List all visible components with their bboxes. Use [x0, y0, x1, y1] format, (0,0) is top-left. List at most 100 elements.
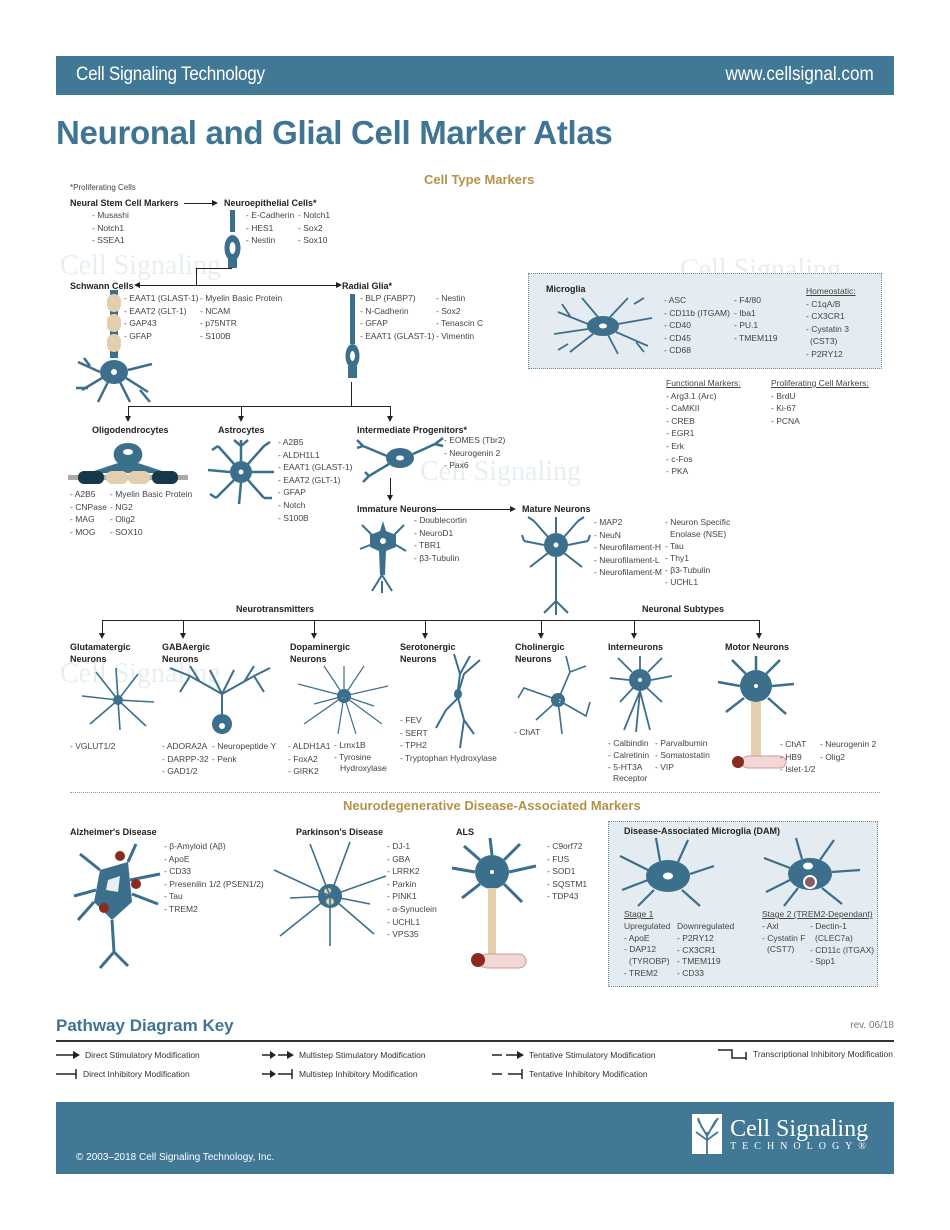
key-tentative-stimulatory: Tentative Stimulatory Modification	[492, 1050, 656, 1060]
footer-bar: © 2003–2018 Cell Signaling Technology, I…	[56, 1102, 894, 1174]
alzheimers-neuron-icon	[73, 843, 161, 969]
gabaergic-neuron-icon	[169, 665, 271, 734]
microglia-homeostatic: Homeostatic: - C1qA/B- CX3CR1- Cystatin …	[806, 286, 856, 359]
immature-neurons-label: Immature Neurons	[357, 504, 437, 514]
astrocytes-label: Astrocytes	[218, 425, 265, 435]
neural-stem-markers: - Musashi - Notch1 - SSEA1	[92, 210, 129, 246]
watermark: Cell Signaling	[420, 456, 581, 487]
neuroepithelial-markers-col2: - Notch1- Sox2- Sox10	[298, 210, 331, 246]
schwann-markers-col2: - Myelin Basic Protein- NCAM- p75NTR- S1…	[200, 293, 283, 341]
interneuron-markers-col1: - Calbindin- Calretinin- 5-HT3A Receptor	[608, 738, 650, 784]
proliferating-note: *Proliferating Cells	[70, 183, 136, 192]
key-multistep-stimulatory: Multistep Stimulatory Modification	[262, 1050, 426, 1060]
cst-logo: Cell Signaling TECHNOLOGY®	[692, 1114, 872, 1154]
radial-glia-icon	[345, 294, 360, 378]
multistep-inhibitory-icon	[262, 1069, 293, 1079]
radial-glia-markers-col1: - BLP (FABP7)- N-Cadherin- GFAP- EAAT1 (…	[360, 293, 435, 341]
intermediate-progenitor-icon	[356, 437, 444, 483]
copyright: © 2003–2018 Cell Signaling Technology, I…	[76, 1152, 275, 1163]
oligodendrocyte-markers-col2: - Myelin Basic Protein- NG2- Olig2- SOX1…	[110, 489, 193, 537]
dam-stage1-upregulated: Stage 1 Upregulated - ApoE- DAP12 (TYROB…	[624, 909, 671, 978]
radial-glia-markers-col2: - Nestin- Sox2- Tenascin C- Vimentin	[436, 293, 484, 341]
microglia-label: Microglia	[546, 284, 586, 294]
parkinsons-label: Parkinson's Disease	[296, 827, 384, 837]
parkinsons-neuron-icon	[273, 841, 387, 946]
direct-inhibitory-icon	[56, 1069, 77, 1079]
dam-stage2-icon	[763, 837, 861, 907]
mature-neuron-icon	[521, 516, 591, 615]
watermark: Cell Signaling	[60, 250, 221, 281]
schwann-markers-col1: - EAAT1 (GLAST-1)- EAAT2 (GLT-1)- GAP43-…	[124, 293, 199, 341]
dopaminergic-markers-col1: - ALDH1A1- FoxA2- GIRK2	[288, 741, 331, 777]
dam-stage2-col2: - Dectin-1 (CLEC7a)- CD11c (ITGAX)- Spp1	[810, 921, 875, 967]
key-transcriptional-inhibitory: Transcriptional Inhibitory Modification	[718, 1048, 893, 1060]
motor-neuron-icon	[717, 656, 795, 769]
immature-neuron-markers: - Doublecortin- NeuroD1- TBR1- β3-Tubuli…	[414, 515, 467, 563]
multistep-stimulatory-arrow-icon	[262, 1051, 294, 1059]
radial-glia-label: Radial Glia*	[342, 281, 393, 291]
dopaminergic-markers-col2: - Lmx1B- Tyrosine Hydroxylase	[334, 740, 387, 773]
dam-box	[608, 821, 878, 987]
cholinergic-markers: - ChAT	[514, 727, 541, 737]
gabaergic-markers-col2: - Neuropeptide Y- Penk	[212, 741, 277, 764]
motor-neuron-markers-col2: - Neurogenin 2- Olig2	[820, 739, 877, 762]
tentative-stimulatory-arrow-icon	[492, 1051, 524, 1059]
proliferating-markers: Proliferating Cell Markers: - BrdU- Ki-6…	[771, 378, 869, 426]
intermediate-progenitors-label: Intermediate Progenitors*	[357, 425, 468, 435]
serotonergic-markers: - FEV- SERT- TPH2- Tryptophan Hydroxylas…	[400, 715, 497, 763]
tentative-inhibitory-icon	[492, 1069, 523, 1079]
motor-neurons-label: Motor Neurons	[725, 642, 789, 652]
mature-neuron-markers-col2: - Neuron Specific Enolase (NSE)- Tau- Th…	[665, 517, 731, 587]
astrocyte-markers: - A2B5- ALDH1L1- EAAT1 (GLAST-1)- EAAT2 …	[278, 437, 353, 523]
schwann-cell-icon	[76, 290, 153, 403]
als-neuron-icon	[451, 837, 537, 969]
immature-neuron-icon	[359, 521, 407, 593]
page-title: Neuronal and Glial Cell Marker Atlas	[56, 114, 613, 151]
oligodendrocytes-label: Oligodendrocytes	[92, 425, 169, 435]
neuroepithelial-cell-icon	[224, 210, 241, 268]
alzheimers-label: Alzheimer's Disease	[70, 827, 157, 837]
mature-neuron-markers-col1: - MAP2- NeuN- Neurofilament-H- Neurofila…	[594, 517, 663, 578]
glutamatergic-markers: - VGLUT1/2	[70, 741, 116, 751]
neural-stem-label: Neural Stem Cell Markers	[70, 198, 179, 208]
als-label: ALS	[456, 827, 474, 837]
arrow-icon	[212, 200, 218, 206]
cholinergic-neuron-icon	[517, 655, 591, 735]
oligodendrocyte-icon	[68, 443, 188, 484]
brand-name: Cell Signaling Technology	[76, 64, 265, 85]
intermediate-progenitor-markers: - EOMES (Tbr2)- Neurogenin 2- Pax6	[444, 435, 506, 471]
mature-neurons-label: Mature Neurons	[522, 504, 591, 514]
als-markers: - C9orf72- FUS- SOD1- SQSTM1- TDP43	[547, 841, 588, 902]
revision-label: rev. 06/18	[850, 1020, 894, 1031]
neuroepithelial-label: Neuroepithelial Cells*	[224, 198, 317, 208]
astrocyte-icon	[207, 439, 274, 505]
key-tentative-inhibitory: Tentative Inhibitory Modification	[492, 1069, 648, 1079]
dam-label: Disease-Associated Microglia (DAM)	[624, 826, 781, 836]
website-link[interactable]: www.cellsignal.com	[725, 64, 874, 85]
microglia-cell-icon	[553, 297, 653, 355]
transcriptional-inhibitory-icon	[718, 1049, 747, 1060]
schwann-cells-label: Schwann Cells	[70, 281, 134, 291]
key-direct-inhibitory: Direct Inhibitory Modification	[56, 1069, 190, 1079]
interneuron-markers-col2: - Parvalbumin- Somatostatin- VIP	[655, 738, 710, 772]
neuroepithelial-markers-col1: - E-Cadherin- HES1- Nestin	[246, 210, 295, 246]
functional-markers: Functional Markers: - Arg3.1 (Arc)- CaMK…	[666, 378, 741, 477]
tree-logo-icon	[692, 1114, 723, 1154]
microglia-box	[528, 273, 882, 369]
neurotransmitters-label: Neurotransmitters	[236, 604, 315, 614]
alzheimers-markers: - β-Amyloid (Aβ)- ApoE- CD33- Presenilin…	[164, 841, 264, 914]
section-cell-type-markers: Cell Type Markers	[424, 172, 535, 187]
key-divider	[56, 1040, 894, 1042]
interneurons-label: Interneurons	[608, 642, 664, 652]
header-bar: Cell Signaling Technology www.cellsignal…	[56, 56, 894, 95]
key-direct-stimulatory: Direct Stimulatory Modification	[56, 1050, 200, 1060]
serotonergic-neuron-icon	[435, 653, 481, 749]
oligodendrocyte-markers-col1: - A2B5- CNPase- MAG- MOG	[70, 489, 107, 537]
microglia-markers-col2: - F4/80- Iba1- PU.1- TMEM119	[734, 295, 778, 343]
direct-stimulatory-arrow-icon	[56, 1051, 80, 1059]
dam-stage1-downregulated: Downregulated - P2RY12- CX3CR1- TMEM119-…	[677, 921, 735, 979]
